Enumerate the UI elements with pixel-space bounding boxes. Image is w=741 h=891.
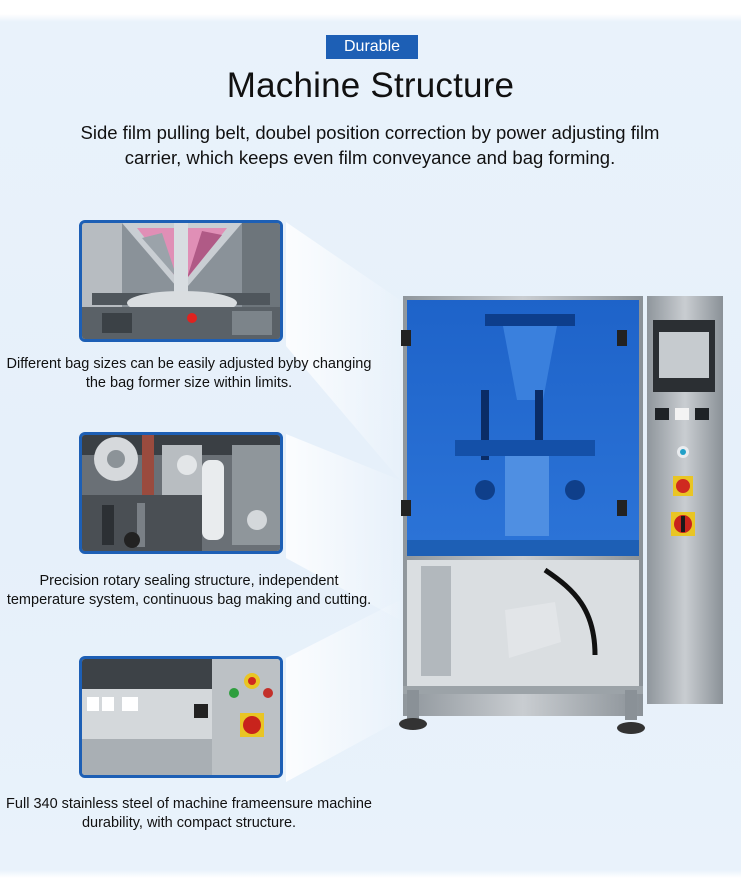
feature-image-rotary-sealer <box>79 432 283 554</box>
beam-1 <box>286 222 400 480</box>
feature-image-bag-former <box>79 220 283 342</box>
page-subtitle: Side film pulling belt, doubel position … <box>80 122 660 168</box>
beam-2 <box>286 434 400 620</box>
page-title: Machine Structure <box>226 66 515 105</box>
feature-caption-1: Different bag sizes can be easily adjust… <box>6 356 372 391</box>
packing-machine-photo <box>399 296 723 734</box>
feature-image-control-panel <box>79 656 283 778</box>
bag-former-photo <box>82 223 280 339</box>
control-panel-photo <box>82 659 280 775</box>
beam-3 <box>286 600 400 782</box>
feature-caption-3: Full 340 stainless steel of machine fram… <box>6 796 372 831</box>
feature-caption-2: Precision rotary sealing structure, inde… <box>6 573 372 608</box>
durable-badge: Durable <box>326 35 418 59</box>
rotary-sealer-photo <box>82 435 280 551</box>
